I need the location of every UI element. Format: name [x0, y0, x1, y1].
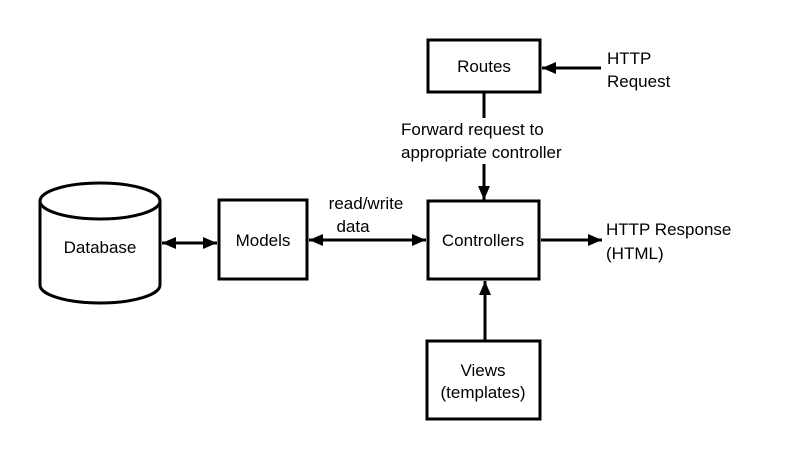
- views-label-line1: Views: [460, 361, 505, 380]
- views-label-line2: (templates): [440, 383, 525, 402]
- forward-request-line1: Forward request to: [401, 120, 544, 139]
- routes-label: Routes: [457, 57, 511, 76]
- forward-request-annotation: Forward request to appropriate controlle…: [399, 118, 565, 164]
- http-response-line2: (HTML): [606, 244, 664, 263]
- models-label: Models: [236, 231, 291, 250]
- database-label: Database: [64, 238, 137, 257]
- database-cylinder: Database: [38, 181, 162, 305]
- http-request-line2: Request: [607, 72, 671, 91]
- http-response-annotation: HTTP Response (HTML): [606, 220, 731, 263]
- controllers-label: Controllers: [442, 231, 524, 250]
- read-write-annotation: read/write data: [329, 194, 404, 236]
- controllers-box: Controllers: [426, 199, 541, 281]
- models-box: Models: [217, 198, 309, 281]
- routes-box: Routes: [426, 38, 542, 94]
- read-write-line2: data: [336, 217, 370, 236]
- read-write-line1: read/write: [329, 194, 404, 213]
- http-response-line1: HTTP Response: [606, 220, 731, 239]
- http-request-annotation: HTTP Request: [607, 49, 671, 91]
- views-box: Views (templates): [425, 339, 542, 421]
- http-request-line1: HTTP: [607, 49, 651, 68]
- forward-request-line2: appropriate controller: [401, 143, 562, 162]
